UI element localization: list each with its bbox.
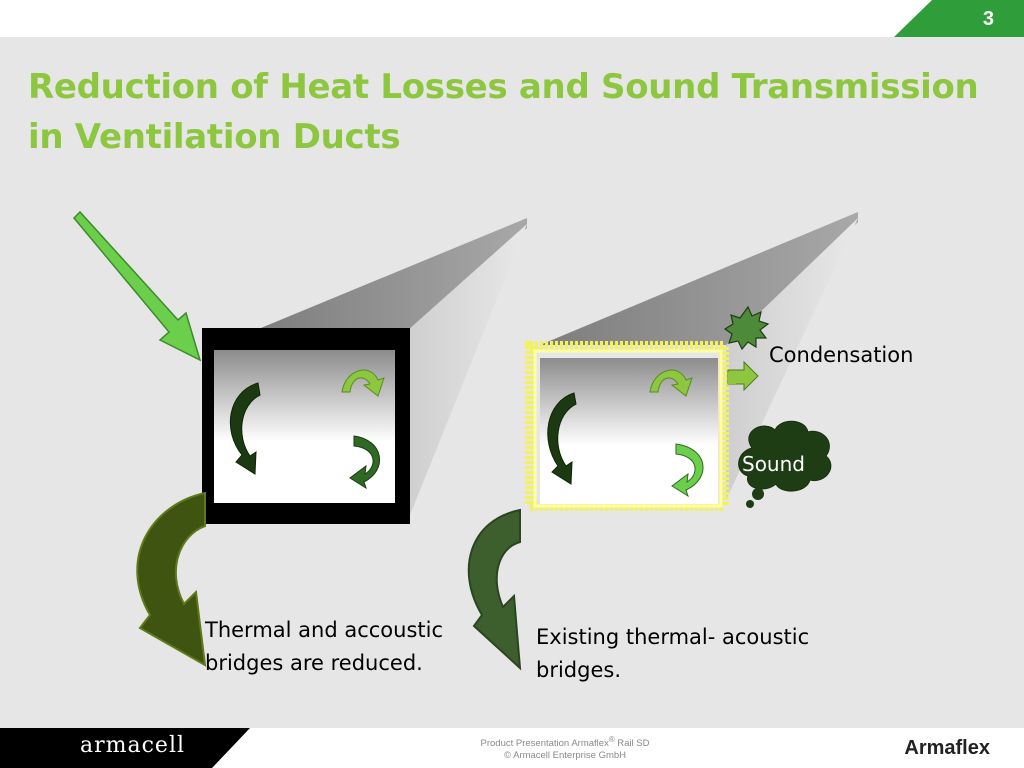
armacell-logo: armacell	[80, 733, 186, 758]
slide-title: Reduction of Heat Losses and Sound Trans…	[28, 67, 979, 157]
airflow-arrow-icon	[649, 369, 693, 397]
reduced-bridges-line: Thermal and accoustic	[205, 618, 444, 642]
existing-bridges-line: Existing thermal- acoustic	[536, 625, 810, 649]
existing-bridges-line: bridges.	[536, 658, 621, 682]
condensation-label: Condensation	[769, 343, 914, 367]
footer-credits: Product Presentation Armaflex® Rail SD ©…	[440, 734, 690, 762]
existing-bridges-text: Existing thermal- acoustic bridges.	[536, 621, 866, 687]
header-band	[0, 0, 1024, 37]
existing-bridges-arrow	[467, 508, 522, 671]
footer-product-suffix: Rail SD	[614, 738, 650, 750]
registered-mark: ®	[608, 735, 615, 744]
footer-product-text: Product Presentation Armaflex	[480, 738, 609, 750]
footer-copyright: © Armacell Enterprise GmbH	[503, 750, 627, 762]
reduced-bridges-arrow	[136, 491, 207, 667]
airflow-arrow-icon	[547, 392, 577, 485]
airflow-arrow-icon	[229, 382, 261, 475]
footer-brand-tab	[0, 728, 250, 768]
insulated-duct	[202, 218, 527, 524]
reduced-bridges-text: Thermal and accoustic bridges are reduce…	[205, 614, 495, 680]
sound-label: Sound	[742, 452, 805, 476]
reduced-bridges-line: bridges are reduced.	[205, 651, 423, 675]
page-number-tab	[894, 0, 1024, 37]
airflow-arrow-icon	[341, 369, 385, 397]
incoming-arrow	[72, 210, 202, 362]
page-number: 3	[982, 8, 994, 30]
condensation-icon	[723, 305, 770, 392]
sound-cloud-icon	[738, 420, 832, 508]
footer: armacell Product Presentation Armaflex® …	[0, 728, 1024, 768]
airflow-arrow-icon	[349, 435, 380, 490]
airflow-arrow-icon	[671, 443, 704, 498]
armaflex-logo: Armaflex	[904, 737, 990, 759]
